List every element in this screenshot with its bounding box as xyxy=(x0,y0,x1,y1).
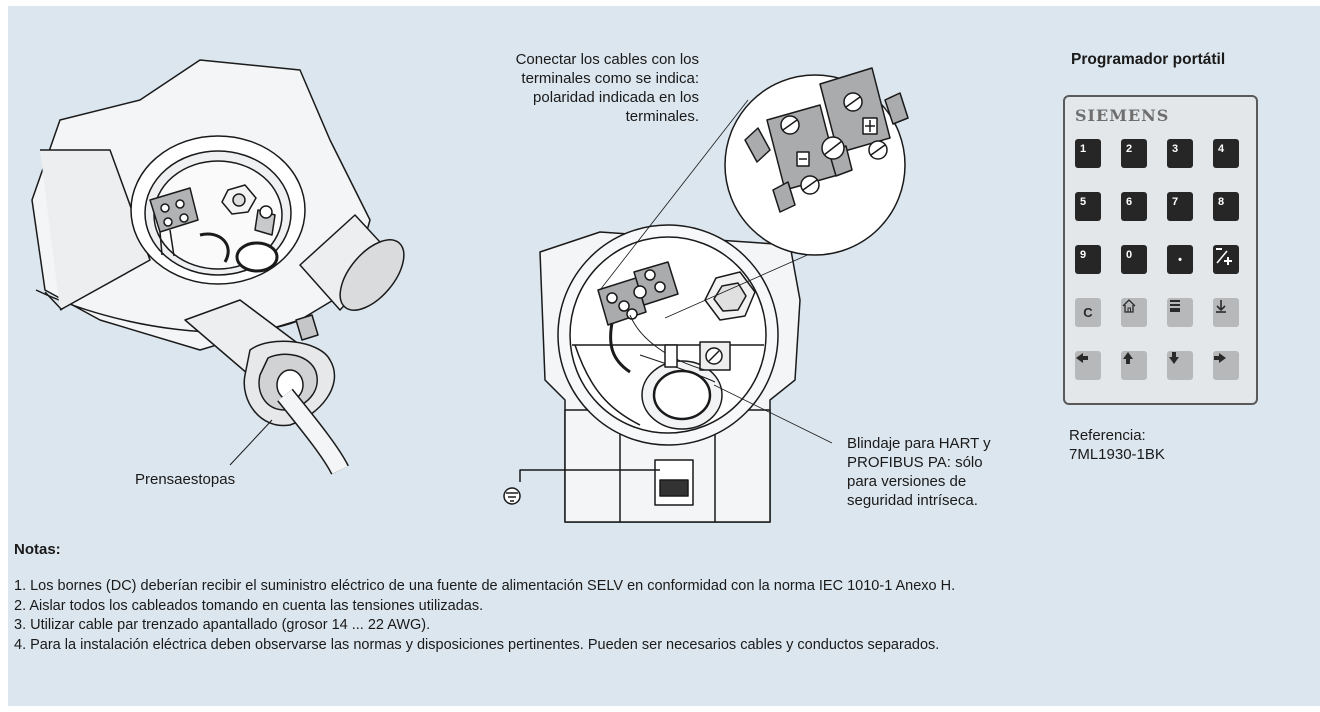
key-label: 3 xyxy=(1172,143,1179,155)
callout-line: polaridad indicada en los xyxy=(533,89,699,106)
key-decimal[interactable]: • xyxy=(1167,245,1193,274)
key-label: C xyxy=(1083,305,1093,320)
note-item: 1. Los bornes (DC) deberían recibir el s… xyxy=(14,578,956,594)
key-enter[interactable] xyxy=(1213,298,1239,327)
key-label: 9 xyxy=(1080,249,1087,261)
key-8[interactable]: 8 xyxy=(1213,192,1239,221)
reference-line: 7ML1930-1BK xyxy=(1069,446,1165,463)
callout-line: Blindaje para HART y xyxy=(847,435,991,452)
key-left[interactable] xyxy=(1075,351,1101,380)
reference-label: Referencia: 7ML1930-1BK xyxy=(1069,426,1165,464)
key-down[interactable] xyxy=(1167,351,1193,380)
note-item: 4. Para la instalación eléctrica deben o… xyxy=(14,636,940,653)
shield-callout: Blindaje para HART y PROFIBUS PA: sólo p… xyxy=(847,434,1027,510)
key-label: 4 xyxy=(1218,143,1225,155)
siemens-logo: SIEMENS xyxy=(1075,106,1170,125)
key-label: • xyxy=(1178,253,1182,266)
key-label: 0 xyxy=(1126,249,1133,261)
key-1[interactable]: 1 xyxy=(1075,139,1101,168)
key-label: 5 xyxy=(1080,196,1087,208)
key-0[interactable]: 0 xyxy=(1121,245,1147,274)
handheld-programmer: SIEMENS 1 2 3 4 5 6 7 8 9 0 • C xyxy=(1063,95,1258,405)
key-7[interactable]: 7 xyxy=(1167,192,1193,221)
callout-line: terminales. xyxy=(625,108,699,125)
callout-line: PROFIBUS PA: sólo xyxy=(847,454,983,471)
callout-line: seguridad intríseca. xyxy=(847,492,978,509)
key-5[interactable]: 5 xyxy=(1075,192,1101,221)
key-label: 6 xyxy=(1126,196,1133,208)
terminal-wiring-illustration xyxy=(503,67,909,523)
key-label: 2 xyxy=(1126,143,1133,155)
key-mode[interactable] xyxy=(1167,298,1193,327)
key-label: 8 xyxy=(1218,196,1225,208)
callout-line: Conectar los cables con los xyxy=(515,51,699,68)
key-right[interactable] xyxy=(1213,351,1239,380)
key-up[interactable] xyxy=(1121,351,1147,380)
callout-line: terminales como se indica: xyxy=(521,70,699,87)
callout-line: para versiones de xyxy=(847,473,967,490)
transmitter-housing-illustration xyxy=(31,59,405,475)
note-item: 2. Aislar todos los cableados tomando en… xyxy=(14,597,484,614)
cable-gland-label: Prensaestopas xyxy=(135,471,236,488)
key-clear[interactable]: C xyxy=(1075,298,1101,327)
key-6[interactable]: 6 xyxy=(1121,192,1147,221)
key-9[interactable]: 9 xyxy=(1075,245,1101,274)
key-label: 1 xyxy=(1080,143,1087,155)
note-item: 3. Utilizar cable par trenzado apantalla… xyxy=(14,617,431,634)
key-4[interactable]: 4 xyxy=(1213,139,1239,168)
key-2[interactable]: 2 xyxy=(1121,139,1147,168)
notes-list: 1. Los bornes (DC) deberían recibir el s… xyxy=(14,577,955,655)
reference-line: Referencia: xyxy=(1069,427,1146,444)
programmer-title: Programador portátil xyxy=(1071,51,1226,68)
notes-title: Notas: xyxy=(14,541,61,558)
terminal-connection-callout: Conectar los cables con los terminales c… xyxy=(420,50,699,126)
key-home[interactable] xyxy=(1121,298,1147,327)
key-label: 7 xyxy=(1172,196,1179,208)
key-sign[interactable] xyxy=(1213,245,1239,274)
key-3[interactable]: 3 xyxy=(1167,139,1193,168)
